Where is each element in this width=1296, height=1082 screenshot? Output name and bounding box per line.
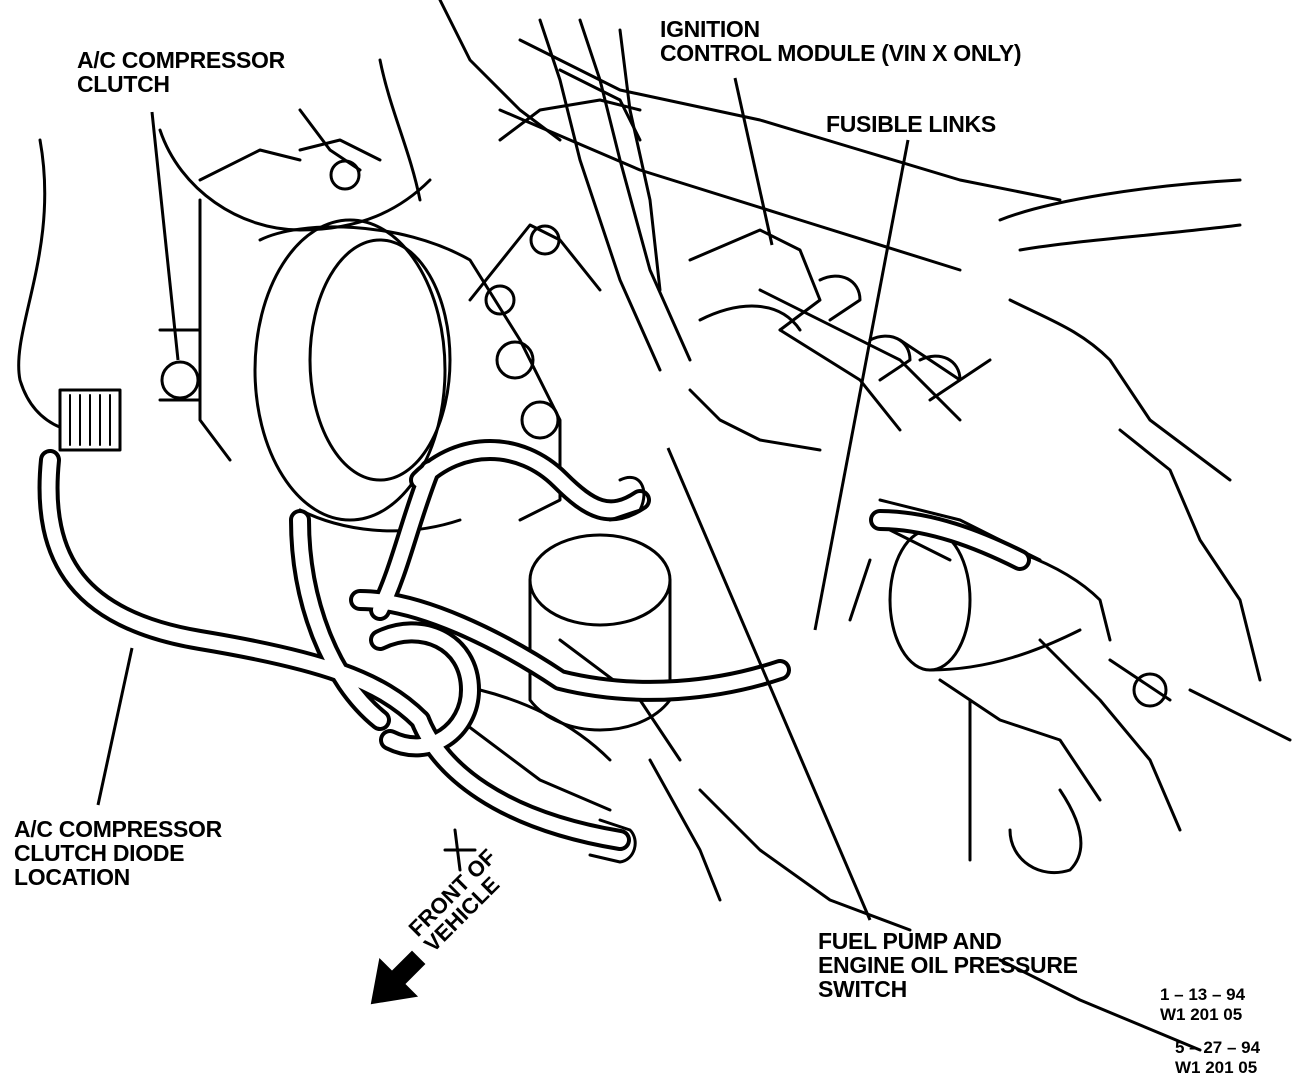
label-ac-compressor-clutch: A/C COMPRESSOR CLUTCH [77,47,285,97]
leader-ignition-module [733,77,774,246]
ac-compressor-drawing [158,138,602,533]
label-fusible-links: FUSIBLE LINKS [826,111,996,137]
leader-fusible-links [813,139,910,631]
label-fuel-pump-oil-pressure-switch: FUEL PUMP AND ENGINE OIL PRESSURE SWITCH [818,928,1078,1002]
figure-code-2: 5 – 27 – 94 W1 201 05 [1175,1038,1261,1077]
wiring-harness-inner [41,443,1027,847]
figure-code-1: 1 – 13 – 94 W1 201 05 [1160,985,1246,1024]
engine-block-outline [17,0,1292,1052]
leader-fuel-pump-switch [666,447,872,921]
ignition-module-drawing [498,18,992,452]
label-ignition-control-module: IGNITION CONTROL MODULE (VIN X ONLY) [660,16,1022,66]
front-arrow-icon [370,950,426,1005]
label-ac-clutch-diode-location: A/C COMPRESSOR CLUTCH DIODE LOCATION [14,816,222,890]
leader-diode-location [96,647,134,806]
compressor-connector [58,388,122,452]
oil-filter-drawing [528,533,672,732]
leader-ac-clutch [150,111,180,361]
leader-lines [96,77,910,921]
